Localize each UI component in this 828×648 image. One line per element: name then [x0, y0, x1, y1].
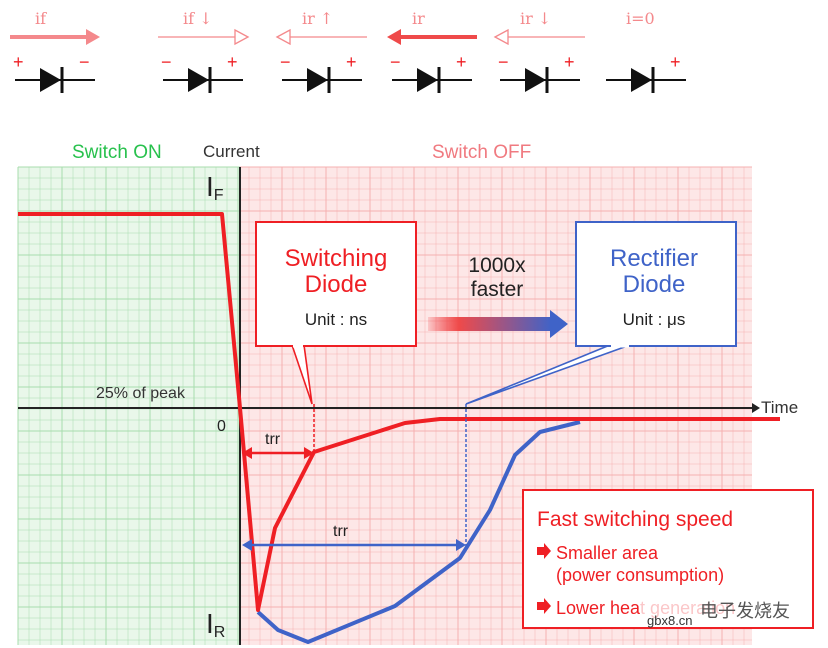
watermark-site: gbx8.cn: [647, 613, 693, 628]
state-current-label: if ↓: [183, 9, 213, 28]
feature-bullet-1-line-2: (power consumption): [556, 565, 724, 585]
anode-polarity-sign: +: [13, 52, 24, 72]
trr-long-right-arrowhead-icon: [456, 539, 466, 551]
switching-title-2: Diode: [305, 271, 368, 298]
quarter-peak-label: 25% of peak: [96, 385, 186, 402]
diode-icon: [307, 68, 328, 92]
rectifier-callout-pointer: [465, 344, 631, 405]
anode-polarity-sign: −: [390, 52, 401, 72]
watermark-backdrop: [640, 598, 810, 626]
feature-bullet-1-line-1: Smaller area: [556, 543, 659, 563]
cathode-polarity-sign: +: [564, 52, 575, 72]
anode-polarity-sign: −: [280, 52, 291, 72]
cathode-polarity-sign: −: [79, 52, 90, 72]
diode-state-row: if + − if ↓ − + ir ↑ − + ir − + ir ↓ − + i=0 +: [10, 9, 686, 93]
switching-callout-pointer: [291, 344, 313, 405]
diode-state-1: if + −: [10, 9, 100, 93]
diode-state-3: ir ↑ − +: [275, 9, 367, 93]
rectifier-unit: Unit : μs: [623, 310, 686, 329]
switching-diode-curve: [18, 212, 780, 612]
cathode-polarity-sign: +: [670, 52, 681, 72]
anode-polarity-sign: −: [498, 52, 509, 72]
current-arrow-right-outline-icon: [234, 28, 250, 46]
cathode-polarity-sign: +: [227, 52, 238, 72]
trr-long-label: trr: [333, 523, 349, 540]
if-label: IF: [206, 171, 224, 204]
diode-state-5: ir ↓ − +: [493, 9, 585, 93]
switch-off-label: Switch OFF: [432, 142, 531, 163]
state-current-label: i=0: [626, 9, 655, 28]
ir-label: IR: [206, 608, 225, 641]
rectifier-diode-curve: [256, 420, 581, 644]
bullet-arrow-icon: [537, 598, 551, 614]
current-arrow-left-outline-icon: [493, 28, 509, 46]
trr-short-left-arrowhead-icon: [242, 447, 252, 459]
rectifier-diode-callout: Rectifier Diode Unit : μs: [465, 221, 737, 405]
current-arrow-left-outline-icon: [275, 28, 291, 46]
state-current-label: ir: [412, 9, 425, 28]
current-arrow-left-icon: [387, 29, 401, 45]
time-axis-arrow-icon: [752, 403, 760, 413]
diode-icon: [417, 68, 438, 92]
faster-label-2: faster: [471, 278, 524, 301]
anode-polarity-sign: −: [161, 52, 172, 72]
state-current-label: ir ↓: [520, 9, 551, 28]
rectifier-callout-box: [575, 221, 737, 347]
diode-icon: [525, 68, 546, 92]
zero-label: 0: [217, 418, 226, 435]
current-arrow-right-icon: [86, 29, 100, 45]
diode-state-4: ir − +: [387, 9, 477, 93]
diode-state-6: i=0 +: [606, 9, 686, 93]
time-axis-label: Time: [761, 398, 798, 417]
rectifier-title-1: Rectifier: [610, 245, 698, 272]
diode-state-2: if ↓ − +: [158, 9, 250, 93]
trr-short-right-arrowhead-icon: [304, 447, 314, 459]
faster-gradient-bar: [428, 317, 552, 331]
switching-callout-box: [255, 221, 417, 347]
switching-diode-callout: Switching Diode Unit : ns: [255, 221, 417, 405]
diode-icon: [40, 68, 61, 92]
cathode-polarity-sign: +: [456, 52, 467, 72]
current-axis-label: Current: [203, 142, 260, 161]
switching-unit: Unit : ns: [305, 310, 367, 329]
state-current-label: ir ↑: [302, 9, 333, 28]
switch-on-label: Switch ON: [72, 142, 162, 163]
watermark: 电子发烧友 gbx8.cn: [640, 598, 810, 628]
diode-icon: [188, 68, 209, 92]
faster-label-1: 1000x: [468, 254, 526, 277]
feature-title: Fast switching speed: [537, 508, 733, 531]
diode-icon: [631, 68, 652, 92]
trr-long-left-arrowhead-icon: [242, 539, 252, 551]
switch-on-region: [18, 167, 240, 645]
switching-title-1: Switching: [285, 245, 388, 272]
state-current-label: if: [35, 9, 47, 28]
trr-short-label: trr: [265, 431, 281, 448]
faster-arrow-icon: [550, 310, 568, 338]
cathode-polarity-sign: +: [346, 52, 357, 72]
watermark-logo: 电子发烧友: [700, 601, 790, 621]
rectifier-title-2: Diode: [623, 271, 686, 298]
bullet-arrow-icon: [537, 543, 551, 559]
